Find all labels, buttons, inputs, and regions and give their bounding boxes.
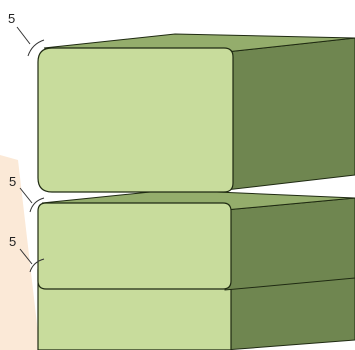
background-wedge	[0, 155, 40, 350]
radius-label-top: 5	[8, 11, 15, 26]
radius-leader-middle	[19, 187, 33, 204]
radius-annotation-top: 5	[8, 11, 45, 57]
radius-leader-top	[16, 26, 31, 45]
radius-leader-bottom	[19, 248, 33, 265]
top-block-front-face	[37, 47, 234, 193]
radius-arc-bottom	[29, 258, 45, 273]
top-block	[37, 33, 355, 193]
radius-annotation-middle: 5	[9, 174, 45, 213]
middle-block	[37, 189, 355, 291]
radius-label-bottom: 5	[9, 234, 16, 249]
radius-arc-middle	[29, 197, 45, 213]
radius-arc-top	[27, 39, 45, 57]
middle-block-side-face	[224, 197, 355, 291]
radius-label-middle: 5	[9, 174, 16, 189]
radius-annotation-bottom: 5	[9, 234, 45, 273]
middle-block-front-face	[37, 202, 232, 290]
top-block-side-face	[225, 37, 355, 191]
